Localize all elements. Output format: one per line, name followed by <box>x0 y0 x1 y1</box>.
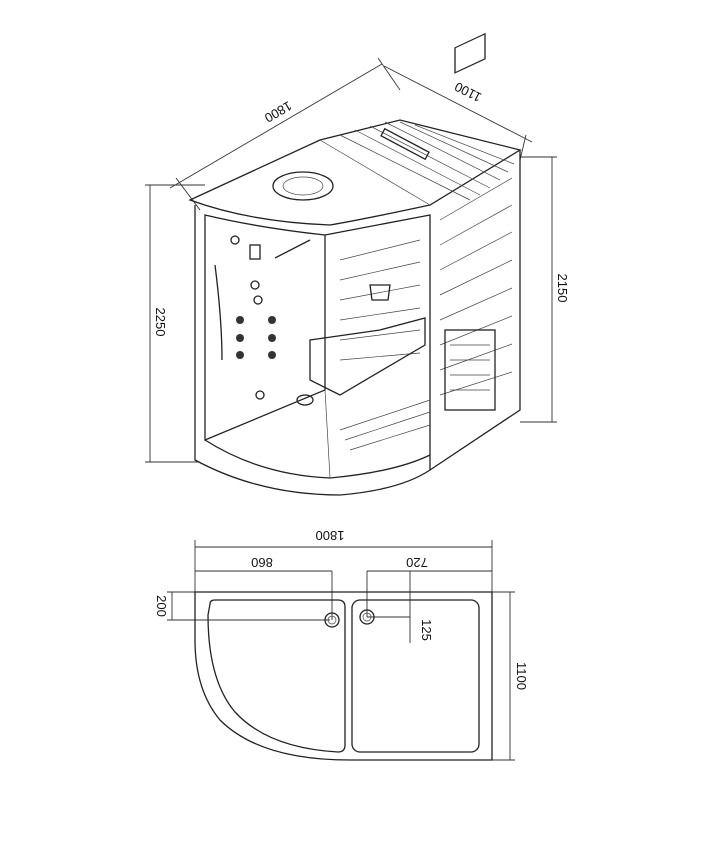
dimension-width-top: 1800 <box>169 57 401 211</box>
dimension-label: 2150 <box>555 274 570 303</box>
perspective-view: 1800 1100 2250 2150 <box>145 32 570 496</box>
sauna-bucket <box>369 284 391 301</box>
plan-view: 1800 860 720 200 125 1100 <box>154 528 529 761</box>
control-panel <box>249 244 261 260</box>
shower-drain-icon <box>324 612 340 628</box>
dimension-left-drain: 860 <box>195 555 333 620</box>
hand-shower-icon <box>230 235 240 245</box>
sauna-floor <box>351 599 480 753</box>
dimension-label: 1100 <box>452 79 484 105</box>
dimension-right-drain: 720 <box>366 555 492 617</box>
ceiling-shower-icon <box>272 171 334 201</box>
dimension-label: 1100 <box>514 662 529 690</box>
dimension-label: 200 <box>154 595 169 617</box>
dimension-total-width: 1800 <box>194 528 493 592</box>
dimension-label: 125 <box>419 619 434 641</box>
shower-panel-fixtures <box>214 235 314 406</box>
shower-tray <box>207 599 346 753</box>
dimension-shower-height: 2250 <box>145 184 205 463</box>
sauna-drain-icon <box>359 609 375 625</box>
base-outline <box>194 591 493 761</box>
dimension-label: 2250 <box>153 308 168 337</box>
drain-icon <box>296 394 314 406</box>
dimension-depth: 1100 <box>492 591 529 761</box>
dimension-label: 1800 <box>262 98 295 125</box>
dimension-right-drain-from-back: 125 <box>367 571 434 643</box>
dimension-depth-top: 1100 <box>383 65 533 161</box>
dimension-drain-from-back: 200 <box>154 591 330 621</box>
dimension-label: 860 <box>251 555 273 570</box>
dimension-sauna-height: 2150 <box>520 156 570 423</box>
dimension-label: 720 <box>406 555 428 570</box>
sauna-heater <box>444 329 496 411</box>
dimension-label: 1800 <box>316 528 345 543</box>
